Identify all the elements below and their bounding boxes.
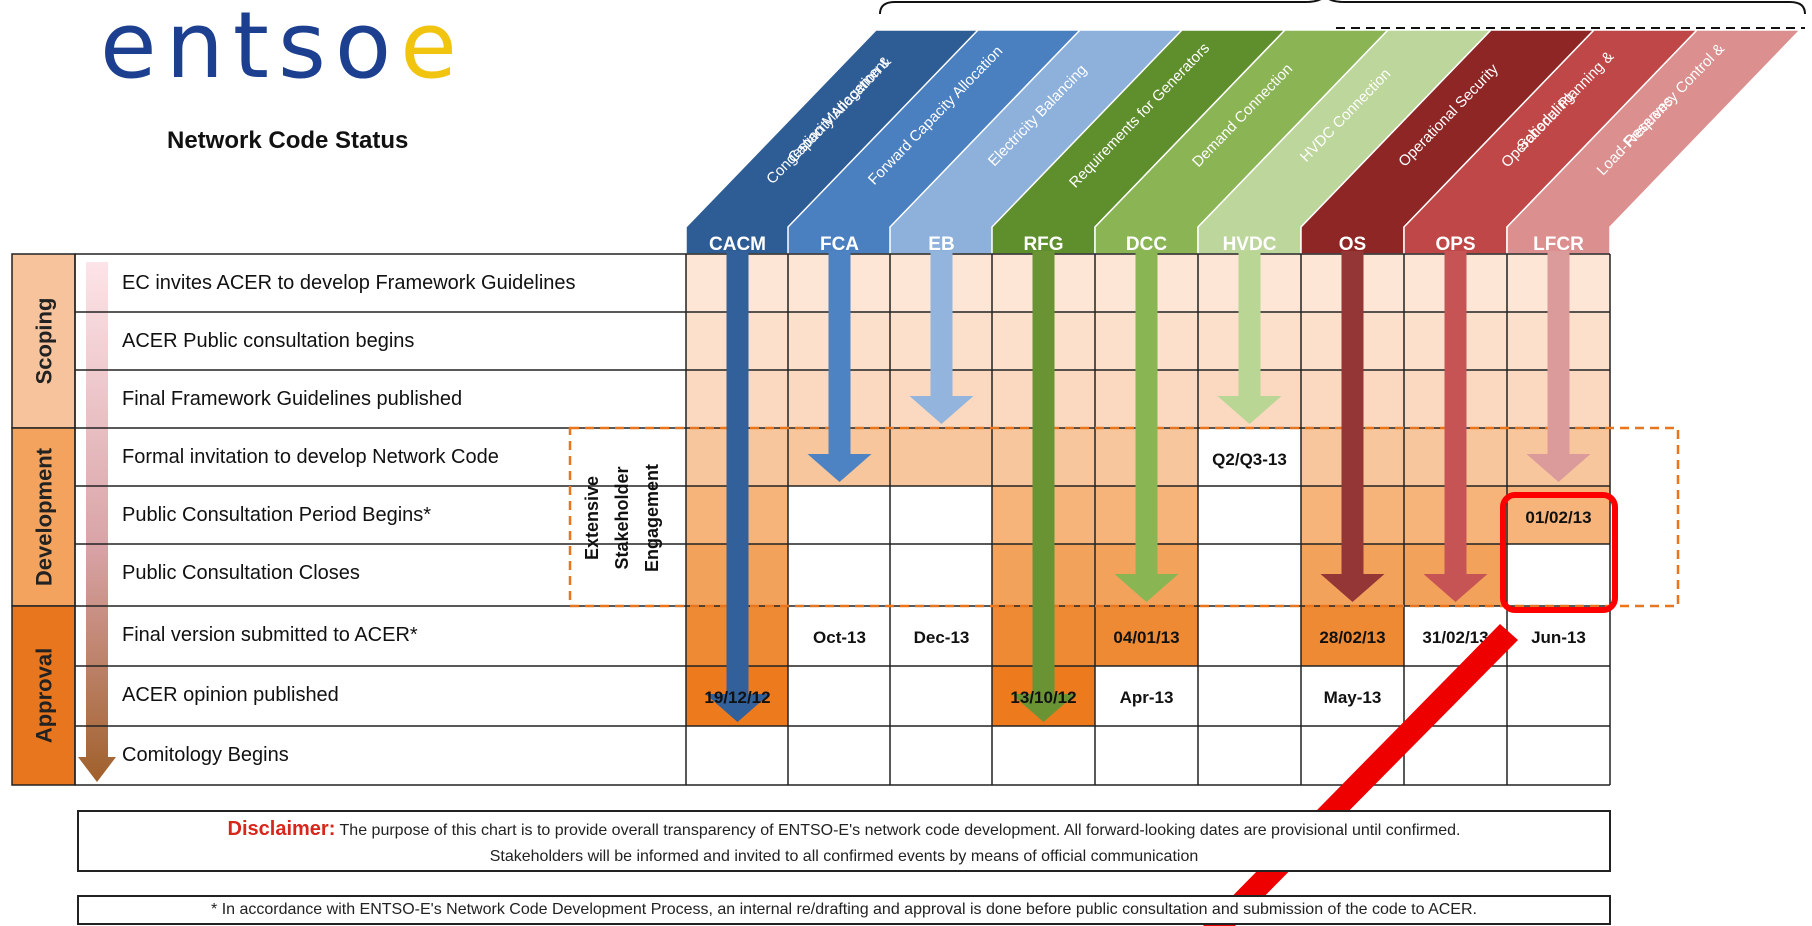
cell-hvdc-row5 (1198, 544, 1301, 606)
cell-hvdc-row4 (1198, 486, 1301, 544)
cell-hvdc-row7 (1198, 666, 1301, 726)
cell-lfcr-row5 (1507, 544, 1610, 606)
footnote-box: * In accordance with ENTSO-E's Network C… (77, 895, 1611, 925)
code-abbr-rfg: RFG (1023, 234, 1063, 255)
cell-fca-row4 (788, 486, 891, 544)
header-brace (879, 0, 1806, 15)
phase-label-development: Development (32, 447, 57, 586)
cell-eb-row4 (890, 486, 993, 544)
cell-dcc-row8 (1095, 726, 1198, 785)
cell-dcc-row7 (1095, 666, 1198, 726)
cell-value-lfcr: Jun-13 (1531, 628, 1586, 647)
engagement-label-line: Extensive (582, 476, 602, 560)
phase-label-approval: Approval (32, 648, 57, 743)
cell-value-hvdc: Q2/Q3-13 (1212, 450, 1287, 469)
stage-label: Final Framework Guidelines published (122, 388, 462, 410)
code-abbr-fca: FCA (820, 234, 859, 255)
cell-value-os: 28/02/13 (1319, 628, 1385, 647)
logo-wordmark: entsoe (100, 0, 475, 92)
cell-value-os: May-13 (1324, 688, 1382, 707)
code-abbr-ops: OPS (1435, 234, 1475, 255)
cell-value-eb: Dec-13 (914, 628, 970, 647)
phase-label-scoping: Scoping (32, 298, 57, 385)
footnote-text: * In accordance with ENTSO-E's Network C… (211, 901, 1477, 918)
progress-arrows (705, 251, 1591, 722)
cell-eb-row8 (890, 726, 993, 785)
engagement-label-line: Engagement (642, 464, 662, 572)
cell-value-fca: Oct-13 (813, 628, 866, 647)
cell-value-ops: 31/02/13 (1422, 628, 1488, 647)
stage-label: Formal invitation to develop Network Cod… (122, 446, 499, 468)
phase-bar-scoping (11, 253, 76, 429)
cell-value-dcc: Apr-13 (1120, 688, 1174, 707)
engagement-label-line: Stakeholder (612, 466, 632, 569)
arrow-hvdc (1217, 251, 1282, 424)
cell-cacm-row8 (686, 726, 789, 785)
disclaimer-label: Disclaimer: (227, 818, 336, 840)
stage-label: Public Consultation Period Begins* (122, 504, 431, 526)
code-abbr-cacm: CACM (709, 234, 766, 255)
cell-os-row7 (1301, 666, 1404, 726)
cell-value-cacm: 19/12/12 (704, 688, 770, 707)
arrow-cacm (705, 251, 770, 722)
arrow-eb (909, 251, 974, 424)
disclaimer-text-line1: The purpose of this chart is to provide … (339, 822, 1461, 839)
arrow-rfg (1011, 251, 1076, 722)
code-abbr-lfcr: LFCR (1533, 234, 1584, 255)
cell-lfcr-row8 (1507, 726, 1610, 785)
code-abbr-hvdc: HVDC (1223, 234, 1277, 255)
cell-value-lfcr: 01/02/13 (1525, 508, 1591, 527)
phase-bar-approval (11, 605, 76, 786)
stage-label: Final version submitted to ACER* (122, 624, 418, 646)
code-abbr-dcc: DCC (1126, 234, 1167, 255)
lfcr-highlight-box (1500, 492, 1618, 613)
cell-fca-row5 (788, 544, 891, 606)
cell-eb-row6 (890, 606, 993, 666)
entsoe-logo: entsoe Network Code Status (100, 0, 560, 160)
stage-label: Comitology Begins (122, 744, 289, 766)
code-abbr-eb: EB (928, 234, 954, 255)
cell-fca-row6 (788, 606, 891, 666)
cell-eb-row3 (890, 428, 993, 486)
arrow-fca (807, 251, 872, 482)
arrow-dcc (1114, 251, 1179, 602)
cell-fca-row8 (788, 726, 891, 785)
cell-lfcr-row6 (1507, 606, 1610, 666)
cell-lfcr-row7 (1507, 666, 1610, 726)
cell-hvdc-row6 (1198, 606, 1301, 666)
stage-label: ACER opinion published (122, 684, 339, 706)
logo-subtitle: Network Code Status (167, 127, 409, 154)
cell-rfg-row8 (992, 726, 1095, 785)
cell-hvdc-row8 (1198, 726, 1301, 785)
disclaimer-box: Disclaimer: The purpose of this chart is… (77, 810, 1611, 872)
stage-label: Public Consultation Closes (122, 562, 360, 584)
cell-value-dcc: 04/01/13 (1113, 628, 1179, 647)
phase-bar-development (11, 427, 76, 607)
cell-fca-row7 (788, 666, 891, 726)
disclaimer-text-line2: Stakeholders will be informed and invite… (489, 848, 1199, 865)
cell-hvdc-row3 (1198, 428, 1301, 486)
cell-eb-row5 (890, 544, 993, 606)
cell-value-rfg: 13/10/12 (1010, 688, 1076, 707)
stage-label: ACER Public consultation begins (122, 330, 414, 352)
arrow-os (1320, 251, 1385, 602)
cell-dcc-row6 (1095, 606, 1198, 666)
stage-timeline-arrow (78, 262, 116, 782)
arrow-ops (1423, 251, 1488, 602)
arrow-lfcr (1526, 251, 1591, 482)
engagement-dashed-box (568, 426, 1680, 608)
stage-label: EC invites ACER to develop Framework Gui… (122, 272, 576, 294)
cell-os-row6 (1301, 606, 1404, 666)
cell-eb-row7 (890, 666, 993, 726)
code-abbr-os: OS (1339, 234, 1366, 255)
